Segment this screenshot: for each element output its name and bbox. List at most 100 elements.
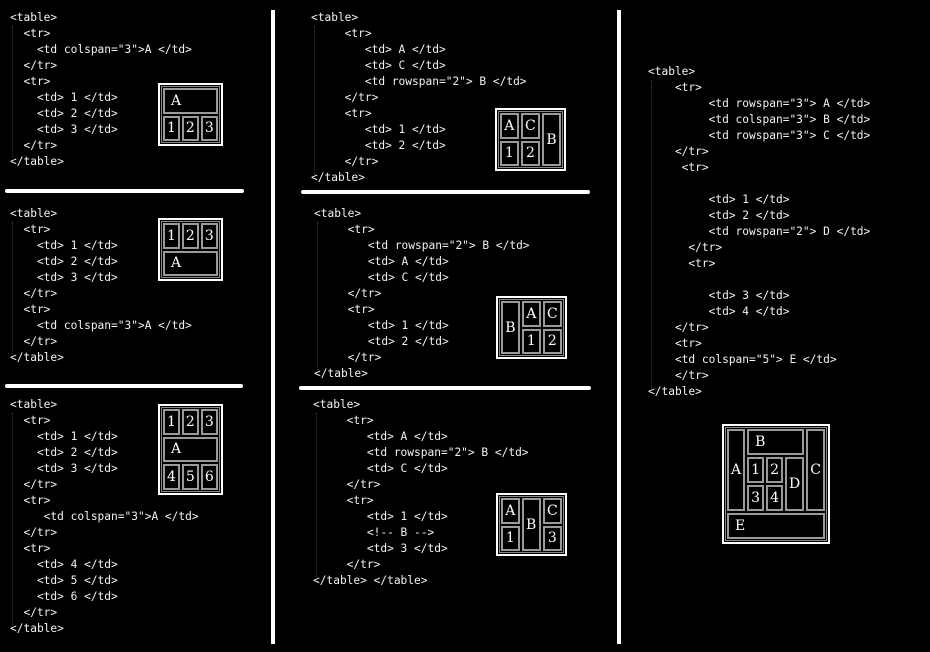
- rendered-table-cell: E: [727, 513, 825, 539]
- code-line: <td> A </td>: [313, 430, 448, 443]
- rendered-table-row: A: [163, 88, 218, 114]
- rendered-table-cell: 3: [200, 409, 218, 435]
- code-line: </table>: [311, 171, 365, 184]
- rendered-table-cell: A: [727, 429, 746, 511]
- indent-guide: [316, 413, 317, 577]
- code-line: <tr>: [10, 542, 51, 555]
- code-line: <td> 3 </td>: [648, 289, 790, 302]
- code-line: </tr>: [648, 369, 709, 382]
- row-divider-middle-1: [301, 190, 590, 194]
- code-line: <td> 3 </td>: [313, 542, 448, 555]
- code-block-colspan-bottom: <table> <tr> <td> 1 </td> <td> 2 </td> <…: [10, 206, 192, 366]
- code-line: <td colspan="3">A </td>: [10, 43, 192, 56]
- code-line: <td rowspan="3"> A </td>: [648, 97, 871, 110]
- rendered-table-cell: 2: [520, 140, 541, 166]
- rendered-table-cell: C: [806, 429, 825, 511]
- code-line: </tr>: [314, 287, 382, 300]
- code-line: </table>: [10, 351, 64, 364]
- code-line: <tr>: [311, 27, 372, 40]
- code-line: <td> 4 </td>: [648, 305, 790, 318]
- row-divider-left-2: [5, 384, 243, 388]
- code-line: <table>: [313, 398, 361, 411]
- code-line: <tr>: [10, 303, 51, 316]
- code-line: <td> 2 </td>: [10, 107, 118, 120]
- rendered-table-cell: 4: [163, 464, 180, 490]
- code-line: <td> 1 </td>: [313, 510, 448, 523]
- code-line: <td> 5 </td>: [10, 574, 118, 587]
- code-block-rowspan-right: <table> <tr> <td> A </td> <td> C </td> <…: [311, 10, 527, 186]
- indent-guide: [12, 26, 13, 158]
- code-line: <td> 1 </td>: [314, 319, 449, 332]
- code-line: <table>: [10, 11, 58, 24]
- code-line: <tr>: [10, 223, 51, 236]
- code-block-colspan-top: <table> <tr> <td colspan="3">A </td> </t…: [10, 10, 192, 170]
- code-line: </tr>: [10, 606, 58, 619]
- rendered-table-row: A: [163, 436, 218, 463]
- rendered-table-cell: 1: [500, 140, 519, 166]
- rendered-table-cell: 3: [542, 525, 562, 551]
- rendered-table-cell: 3: [200, 223, 218, 249]
- code-line: </tr>: [311, 91, 379, 104]
- rendered-table-cell: C: [520, 113, 541, 139]
- code-line: </tr>: [10, 478, 58, 491]
- code-line: <td> 2 </td>: [10, 446, 118, 459]
- code-line: <tr>: [648, 81, 702, 94]
- code-line: <td rowspan="2"> B </td>: [311, 75, 527, 88]
- rendered-table-cell: A: [163, 436, 218, 463]
- code-line: <!-- B -->: [313, 526, 435, 539]
- rendered-table-row: A: [163, 250, 218, 276]
- column-divider-1: [271, 10, 275, 644]
- code-line: <td rowspan="2"> B </td>: [313, 446, 529, 459]
- rendered-table-cell: A: [163, 250, 218, 276]
- code-line: <td> 1 </td>: [10, 91, 118, 104]
- code-line: </table>: [314, 367, 368, 380]
- code-line: </table>: [10, 622, 64, 635]
- rendered-table-cell: D: [784, 457, 805, 511]
- code-line: <td> C </td>: [313, 462, 448, 475]
- rendered-table-cell: 6: [200, 464, 218, 490]
- code-line: <td colspan="3">A </td>: [10, 510, 199, 523]
- code-line: <td rowspan="2"> B </td>: [314, 239, 530, 252]
- code-line: <td rowspan="2"> D </td>: [648, 225, 871, 238]
- code-line: <table>: [10, 207, 58, 220]
- code-line: <tr>: [10, 494, 51, 507]
- code-line: </tr>: [10, 59, 58, 72]
- code-line: </tr>: [648, 145, 709, 158]
- row-divider-left-1: [5, 189, 244, 193]
- rendered-table-cell: C: [542, 498, 562, 524]
- rendered-table-cell: 4: [766, 485, 783, 511]
- rendered-table-cell: 5: [181, 464, 199, 490]
- code-line: <td> C </td>: [311, 59, 446, 72]
- code-line: <td> 6 </td>: [10, 590, 118, 603]
- code-line: <td> 1 </td>: [10, 430, 118, 443]
- code-line: <tr>: [311, 107, 372, 120]
- rendered-table-cell: 1: [521, 328, 541, 354]
- rendered-table-cell: 3: [747, 485, 765, 511]
- code-line: <table>: [314, 207, 362, 220]
- code-line: <td> 2 </td>: [314, 335, 449, 348]
- code-line: <tr>: [313, 494, 374, 507]
- rendered-table-cell: C: [542, 301, 562, 327]
- code-line: <td> 1 </td>: [648, 193, 790, 206]
- rendered-table-cell: 1: [163, 409, 180, 435]
- code-line: <tr>: [10, 27, 51, 40]
- code-line: </tr>: [313, 558, 381, 571]
- code-line: <td> 2 </td>: [648, 209, 790, 222]
- code-line: <tr>: [10, 75, 51, 88]
- code-line: <td> 1 </td>: [311, 123, 446, 136]
- rendered-table-cell: B: [501, 301, 520, 354]
